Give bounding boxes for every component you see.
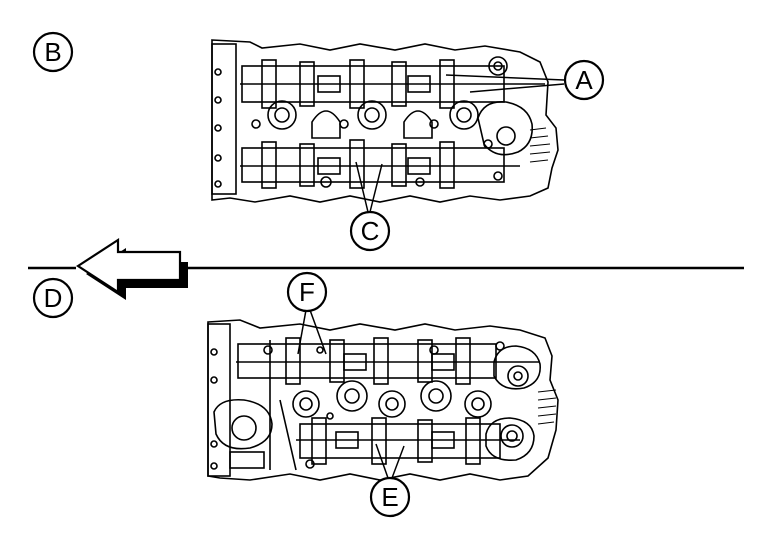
callout-label-d: D: [44, 283, 63, 313]
left-arrow-icon: [75, 237, 182, 295]
cylinder-head-bottom: [207, 319, 559, 481]
callout-circle-b: [32, 31, 74, 73]
cylinder-head-top: [211, 39, 559, 203]
callout-circle-c: [349, 210, 391, 252]
leader-lines-e: [375, 443, 405, 479]
casting-ribs-top: [529, 127, 551, 163]
callout-label-a: A: [575, 65, 593, 95]
callout-circle-f: [286, 271, 328, 313]
view-b: B: [32, 31, 605, 252]
leader-lines-f: [297, 309, 327, 355]
casting-ribs-bottom: [537, 389, 557, 425]
callout-label-e: E: [381, 482, 398, 512]
view-d: D: [32, 271, 559, 518]
divider: [28, 237, 744, 300]
callout-circle-e: [369, 476, 411, 518]
callout-circle-d: [32, 277, 74, 319]
leader-lines-a: [445, 74, 565, 93]
callout-label-b: B: [44, 37, 61, 67]
callout-circle-a: [563, 59, 605, 101]
leader-lines-c: [355, 161, 383, 213]
callout-label-c: C: [361, 216, 380, 246]
callout-label-f: F: [299, 277, 315, 307]
